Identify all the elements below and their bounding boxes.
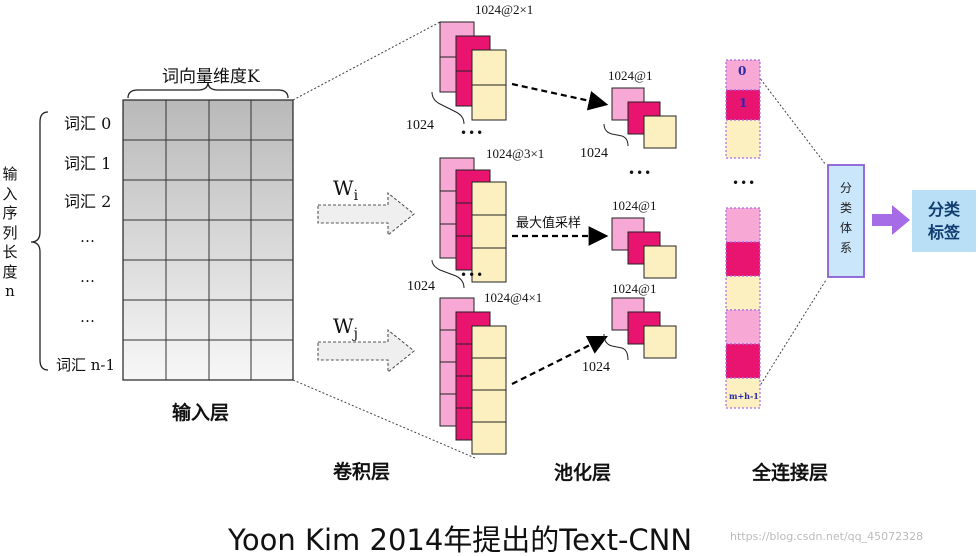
conv-block-3 [439,297,507,455]
pool-block-2 [611,217,677,279]
wi-label: Wi [333,176,358,204]
wj-sub: j [353,326,358,342]
pool-out-label-1: 1024@1 [608,68,653,83]
conv-depth-label-2: 1024 [407,279,435,294]
seq-brace [30,111,49,371]
output-line-1: 分类 [927,200,960,219]
conv-map-label-3: 1024@4×1 [484,290,543,305]
pool-op-label: 最大值采样 [516,216,582,231]
input-row-label-1: 词汇 1 [64,154,112,173]
input-row-label-2: 词汇 2 [64,192,112,211]
dim-brace [127,81,289,99]
conv-map-label-1: 1024@2×1 [475,2,534,17]
pool-arrow-1 [511,82,609,111]
fc-layer-caption: 全连接层 [752,462,829,484]
output-label: 分类 标签 [912,198,976,244]
wi-arrow [317,191,415,237]
wj-main: W [333,314,354,338]
classifier-char-2: 体 [839,221,852,235]
seq-length-char-5: 度 [2,262,18,281]
seq-length-label: 输 入 序 列 长 度 n [0,165,20,302]
pool-block-1 [603,87,677,149]
conv-block-2 [431,157,507,289]
input-layer-caption: 输入层 [172,402,230,424]
footer-watermark: https://blog.csdn.net/qq_45072328 [730,530,924,543]
dim-label: 词向量维度K [162,67,260,87]
seq-length-char-3: 列 [2,223,18,242]
classifier-char-3: 系 [839,241,852,255]
wj-label: Wj [333,314,358,342]
classifier-box [827,164,865,278]
fc-cell-1: 1 [739,96,748,110]
footer-title: Yoon Kim 2014年提出的Text-CNN [228,523,693,556]
pool-depth-label-3: 1024 [582,360,610,375]
conv-map-label-2: 1024@3×1 [486,146,545,161]
output-box [912,190,976,252]
seq-length-char-2: 序 [2,204,18,222]
classifier-char-1: 类 [839,201,852,215]
conv-dots-1: ••• [460,126,485,140]
pool-dots: ••• [628,166,653,180]
pool-arrow-3 [511,336,608,385]
conv-dots-2: ••• [460,268,485,282]
output-line-2: 标签 [927,223,960,242]
fc-dots: ••• [732,176,757,190]
input-row-label-0: 词汇 0 [64,114,112,133]
pool-depth-label-1: 1024 [580,146,608,161]
wi-sub: i [353,188,359,204]
pool-layer-caption: 池化层 [554,462,612,484]
classifier-label: 分 类 体 系 [828,178,864,258]
output-arrow [872,205,910,235]
input-row-label-3: … [80,228,95,246]
conv-layer-caption: 卷积层 [333,461,391,483]
seq-length-char-0: 输 [2,165,18,183]
pool-out-label-3: 1024@1 [612,281,657,296]
wj-arrow [317,328,415,374]
seq-length-char-4: 长 [2,243,18,261]
fc-column [725,59,761,409]
classifier-char-0: 分 [839,181,852,195]
input-matrix [122,99,294,381]
input-row-label-6: 词汇 n-1 [56,356,116,374]
fc-last-cell: m+h-1 [729,391,759,401]
seq-length-char-1: 入 [2,184,18,203]
seq-length-char-6: n [5,282,15,300]
pool-out-label-2: 1024@1 [612,198,657,213]
pool-block-3 [603,297,677,361]
input-row-label-4: … [80,268,95,286]
wi-main: W [333,176,354,200]
conv-block-1 [431,21,507,125]
fc-cell-0: 0 [738,64,747,78]
conv-depth-label-1: 1024 [406,118,434,133]
input-row-label-5: … [80,308,95,326]
